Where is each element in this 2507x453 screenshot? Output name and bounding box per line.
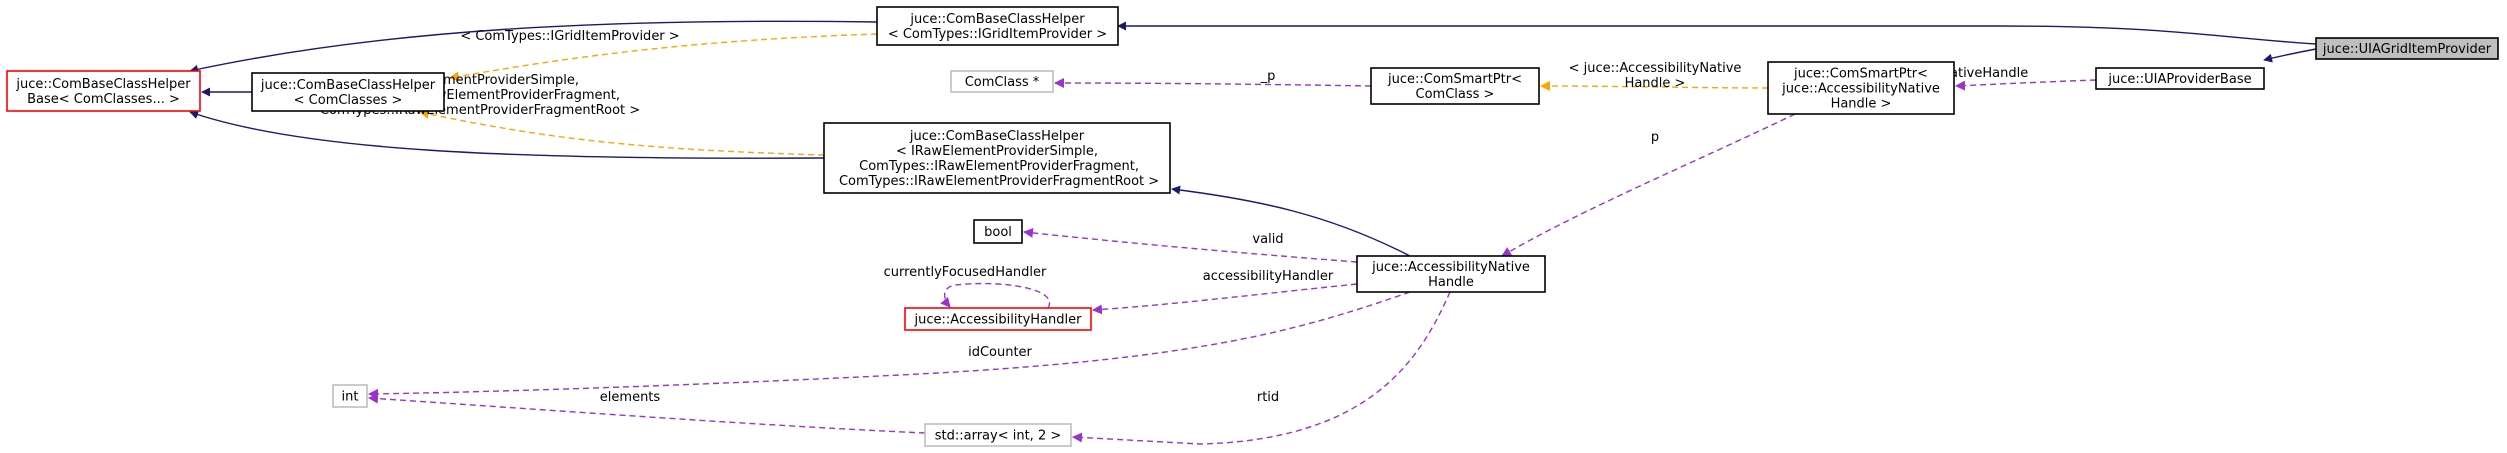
edge-label-handle_accessibility_handler: accessibilityHandler bbox=[1203, 269, 1334, 284]
node-label: ComClass * bbox=[965, 75, 1040, 90]
node-label: juce::ComBaseClassHelper< ComClasses > bbox=[260, 78, 436, 108]
node-box bbox=[2095, 67, 2265, 90]
edge-combase_fragment_template bbox=[419, 109, 825, 156]
node-uia-provider-base[interactable]: juce::UIAProviderBase bbox=[2095, 67, 2265, 90]
node-box bbox=[1370, 67, 1540, 105]
node-label: juce::ComSmartPtr<juce::AccessibilityNat… bbox=[1781, 67, 1940, 112]
edge-label-handle_valid: valid bbox=[1252, 232, 1283, 247]
nodes-layer: juce::UIAGridItemProviderjuce::UIAProvid… bbox=[6, 6, 2499, 447]
edge-label-smartptr_p: _p bbox=[1260, 69, 1276, 84]
node-com-smart-ptr-comclass[interactable]: juce::ComSmartPtr<ComClass > bbox=[1370, 67, 1540, 105]
node-box bbox=[1356, 255, 1546, 293]
node-combase-fragment[interactable]: juce::ComBaseClassHelper< IRawElementPro… bbox=[823, 122, 1171, 194]
edge-combase_grid_inherits_base bbox=[189, 20, 878, 74]
edge-label-handler_currently_focused: currentlyFocusedHandler bbox=[884, 265, 1047, 280]
node-com-smart-ptr-handle[interactable]: juce::ComSmartPtr<juce::AccessibilityNat… bbox=[1767, 61, 1955, 115]
node-combase-classes[interactable]: juce::ComBaseClassHelper< ComClasses > bbox=[251, 72, 445, 112]
edge-handler_currently_focused bbox=[940, 282, 1051, 309]
edge-handle_valid bbox=[1023, 227, 1358, 263]
node-label: juce::ComBaseClassHelper< ComTypes::IGri… bbox=[888, 12, 1107, 42]
edge-grid_inherits_providerbase bbox=[2263, 48, 2317, 63]
node-label: juce::ComBaseClassHelper< IRawElementPro… bbox=[835, 129, 1159, 189]
node-comclass-ptr[interactable]: ComClass * bbox=[950, 70, 1054, 93]
edge-handle_p bbox=[1501, 113, 1796, 257]
node-box bbox=[924, 423, 1072, 447]
edge-combase_grid_template bbox=[449, 33, 878, 82]
edge-handle_idcounter bbox=[368, 291, 1411, 399]
node-label: std::array< int, 2 > bbox=[935, 429, 1062, 444]
node-box bbox=[950, 70, 1054, 93]
node-box bbox=[1767, 61, 1955, 115]
node-label: juce::UIAProviderBase bbox=[2107, 72, 2251, 87]
node-label: juce::AccessibilityHandler bbox=[914, 313, 1083, 328]
edge-label-providerbase_nativehandle: nativeHandle bbox=[1942, 66, 2028, 81]
node-box bbox=[904, 307, 1092, 331]
edge-providerbase_nativehandle bbox=[1955, 79, 2097, 91]
edge-label-array_elements: elements bbox=[600, 390, 661, 405]
edges-layer bbox=[189, 20, 2317, 445]
node-box bbox=[823, 122, 1171, 194]
edge-label-handle_rtid: rtid bbox=[1257, 390, 1279, 405]
node-box bbox=[2315, 37, 2499, 60]
node-std-array[interactable]: std::array< int, 2 > bbox=[924, 423, 1072, 447]
edge-combase_fragment_inherits_base bbox=[189, 110, 825, 159]
node-bool[interactable]: bool bbox=[973, 219, 1023, 244]
node-int[interactable]: int bbox=[332, 384, 368, 408]
edge-label-handle_p: p bbox=[1651, 130, 1659, 145]
node-box bbox=[332, 384, 368, 408]
edge-smartptr_p bbox=[1054, 78, 1372, 89]
edge-label-combase_grid_template: < ComTypes::IGridItemProvider > bbox=[460, 29, 679, 44]
node-label: juce::ComSmartPtr<ComClass > bbox=[1387, 72, 1522, 102]
node-combase-grid[interactable]: juce::ComBaseClassHelper< ComTypes::IGri… bbox=[876, 6, 1119, 46]
node-box bbox=[876, 6, 1119, 46]
edge-grid_inherits_combase_grid bbox=[1117, 21, 2317, 45]
node-box bbox=[973, 219, 1023, 244]
node-label: int bbox=[342, 390, 359, 405]
node-label: juce::UIAGridItemProvider bbox=[2322, 42, 2492, 57]
node-box bbox=[251, 72, 445, 112]
edge-handle_inherits_fragment bbox=[1171, 185, 1411, 257]
node-uia-grid-item-provider[interactable]: juce::UIAGridItemProvider bbox=[2315, 37, 2499, 60]
edge-label-handle_idcounter: idCounter bbox=[968, 345, 1032, 360]
edge-handle_rtid bbox=[1072, 291, 1451, 445]
node-box bbox=[6, 70, 201, 112]
edge-handle_accessibility_handler bbox=[1092, 283, 1358, 315]
node-accessibility-handler[interactable]: juce::AccessibilityHandler bbox=[904, 307, 1092, 331]
node-label: bool bbox=[984, 225, 1012, 240]
edge-array_elements bbox=[368, 393, 926, 434]
